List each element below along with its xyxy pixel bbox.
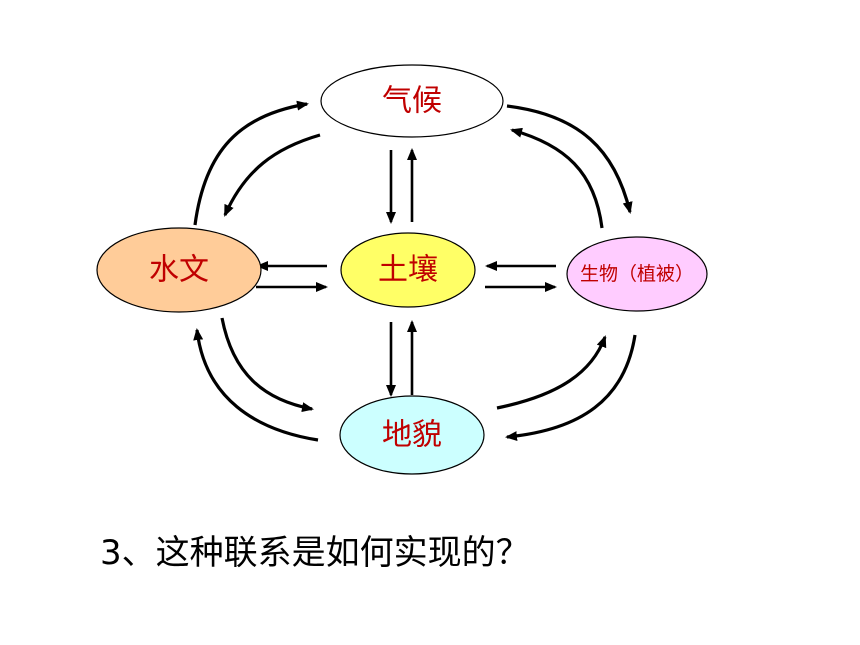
arrow-landform-to-biology (496, 335, 607, 410)
node-soil: 土壤 (340, 232, 476, 308)
node-hydrology-label: 水文 (149, 253, 209, 288)
arrow-biology-to-climate (510, 127, 604, 229)
node-landform-label: 地貌 (382, 418, 442, 453)
node-hydrology: 水文 (96, 227, 262, 313)
node-landform: 地貌 (339, 395, 485, 475)
arrow-landform-to-hydrology (193, 328, 319, 442)
node-climate-shape (320, 64, 504, 138)
node-climate: 气候 (320, 64, 504, 138)
node-hydrology-shape (96, 227, 262, 313)
arrow-hydrology-to-climate (193, 100, 309, 226)
arrow-biology-to-landform (505, 334, 637, 442)
arrow-climate-to-hydrology (223, 133, 321, 217)
node-biology: 生物（植被） (566, 236, 708, 312)
node-climate-label: 气候 (382, 84, 442, 119)
inner-arrows (256, 148, 557, 397)
node-soil-shape (340, 232, 476, 308)
node-biology-label: 生物（植被） (580, 263, 694, 285)
node-biology-shape (566, 236, 708, 312)
arrow-hydrology-to-landform (220, 317, 314, 413)
question-text: 3、这种联系是如何实现的？ (100, 533, 530, 573)
node-landform-shape (339, 395, 485, 475)
outer-arrows (193, 100, 637, 442)
arrow-climate-to-biology (506, 104, 633, 214)
node-soil-label: 土壤 (378, 253, 438, 288)
